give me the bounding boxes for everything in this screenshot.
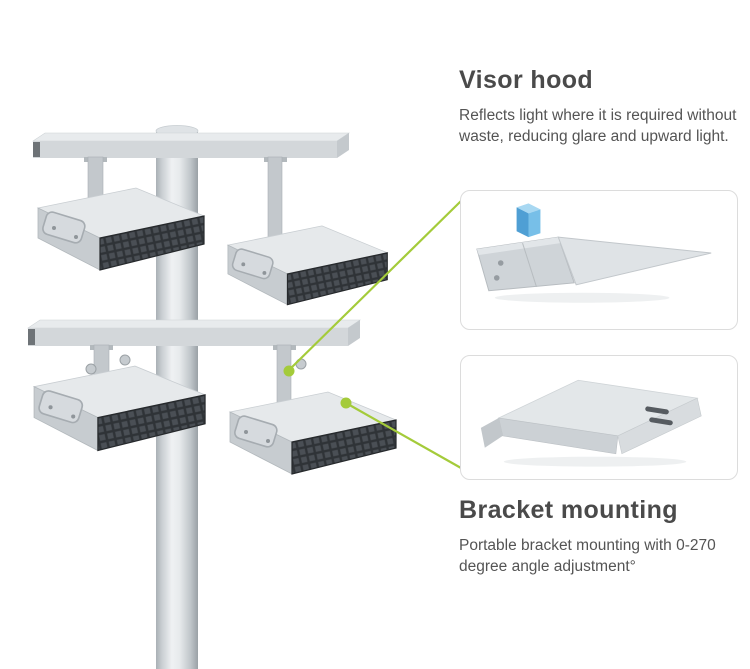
- flood-light-4: [229, 391, 397, 475]
- mounting-bracket-1: [84, 156, 107, 199]
- visor-hood-description: Reflects light where it is required with…: [459, 107, 737, 145]
- callout-line-bracket: [345, 402, 462, 469]
- callout-dot-visor: [283, 365, 295, 377]
- mounting-bracket-2: [264, 156, 287, 240]
- bracket-mounting-feature: Bracket mounting Portable bracket mounti…: [459, 496, 745, 577]
- visor-hood-feature: Visor hood Reflects light where it is re…: [459, 66, 745, 147]
- bracket-detail-box: [460, 355, 738, 480]
- callout-dot-bracket: [340, 397, 352, 409]
- visor-hood-render: [476, 203, 712, 303]
- blue-clip: [516, 203, 541, 238]
- bracket-knobs: [85, 354, 307, 375]
- visor-hood-detail-box: [460, 190, 738, 330]
- visor-hood-title: Visor hood: [459, 66, 594, 94]
- upper-crossarm: [32, 132, 350, 158]
- bracket-mounting-description: Portable bracket mounting with 0-270 deg…: [459, 537, 716, 575]
- callout-line-visor: [288, 200, 462, 371]
- bracket-mounting-title: Bracket mounting: [459, 496, 678, 524]
- bracket-render: [480, 379, 702, 467]
- flood-light-2: [227, 225, 389, 306]
- lower-crossarm: [27, 319, 361, 346]
